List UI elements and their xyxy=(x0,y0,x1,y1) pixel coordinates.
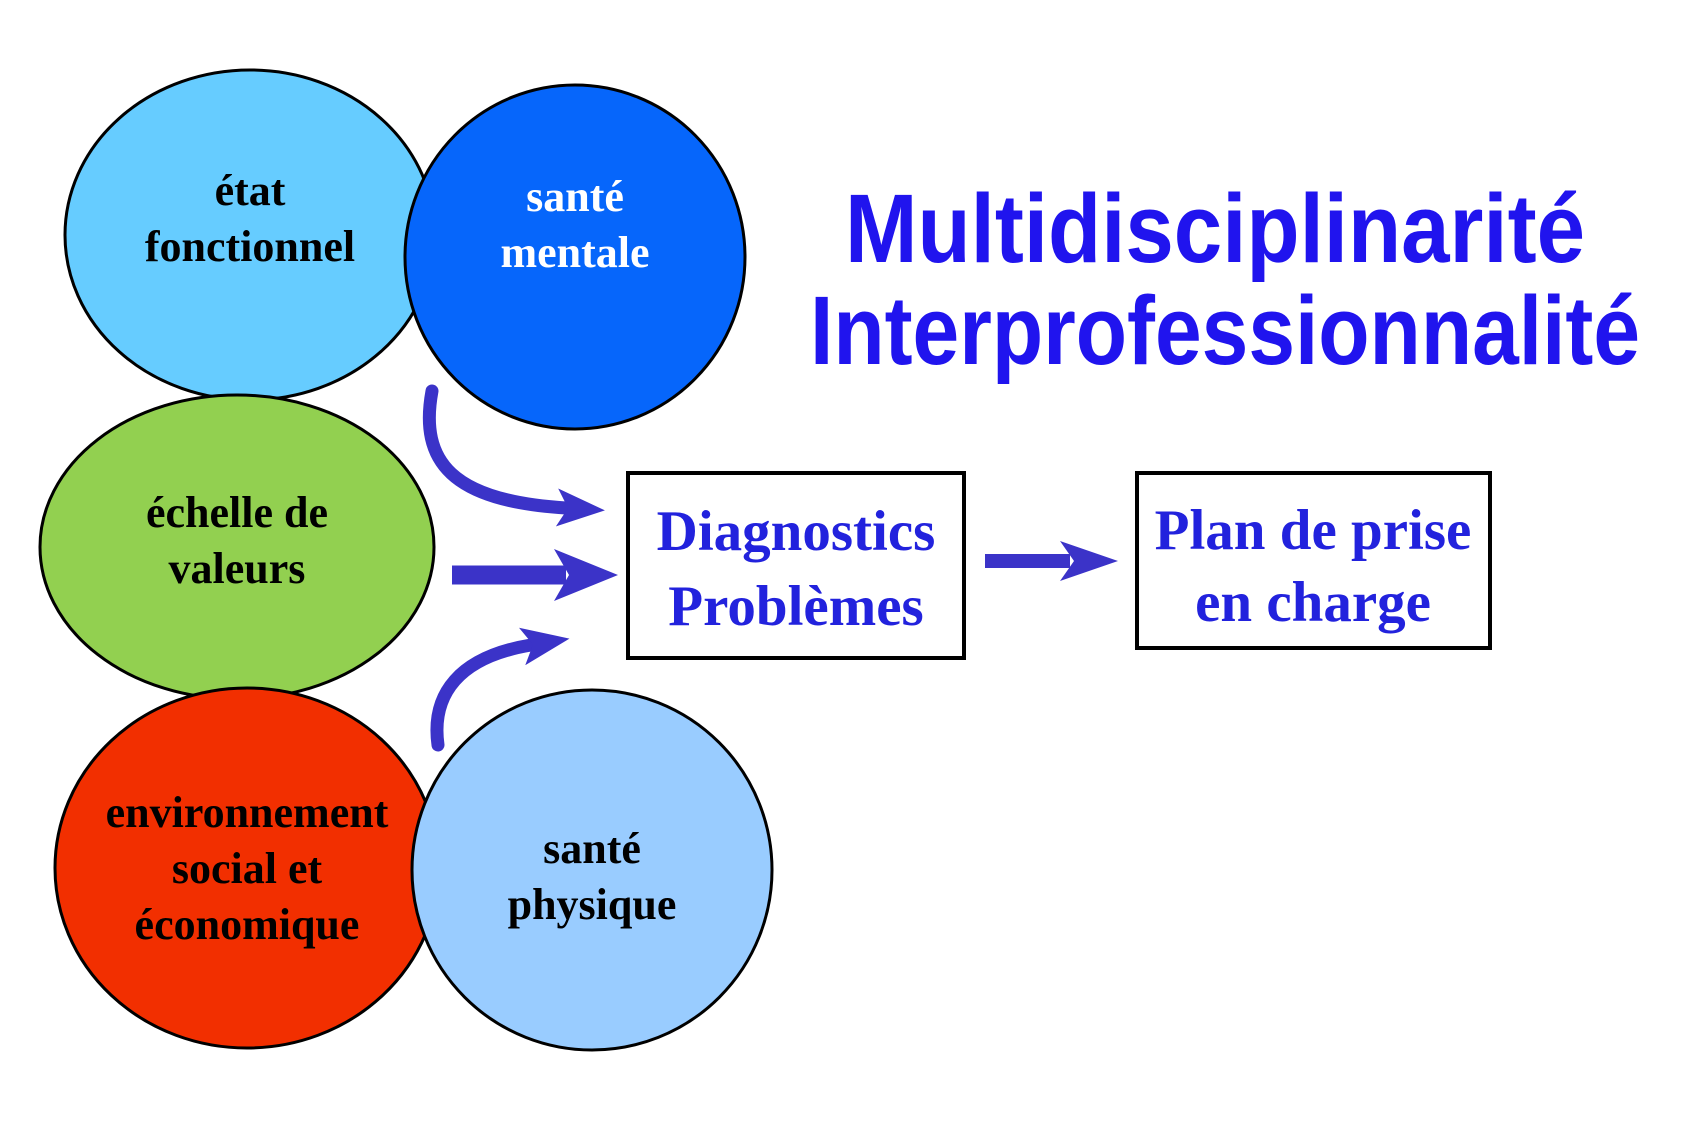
sante-mentale-label-line1: santé xyxy=(526,172,624,221)
box-plan-de-prise-en-charge: Plan de prise en charge xyxy=(1135,471,1492,650)
etat-fonctionnel-label-line1: état xyxy=(215,166,286,215)
box-diagnostics-problemes: Diagnostics Problèmes xyxy=(626,471,966,660)
echelle-de-valeurs-label-line2: valeurs xyxy=(169,544,306,593)
circle-sante-mentale: santé mentale xyxy=(403,83,747,431)
arrow-sante-mentale-to-diagnostics xyxy=(422,384,605,527)
circle-environnement-social-economique: environnement social et économique xyxy=(53,686,441,1050)
environnement-label-line1: environnement xyxy=(106,788,389,837)
environnement-label-line3: économique xyxy=(135,900,360,949)
arrow-sante-physique-to-diagnostics xyxy=(430,627,570,752)
plan-label-line1: Plan de prise xyxy=(1155,499,1472,562)
sante-mentale-label-line2: mentale xyxy=(500,228,649,277)
echelle-de-valeurs-labels: échelle de valeurs xyxy=(146,488,328,593)
sante-physique-ellipse xyxy=(410,688,774,1052)
sante-physique-label-line2: physique xyxy=(508,880,677,929)
circle-etat-fonctionnel: état fonctionnel xyxy=(63,68,437,402)
diagnostics-box-rect xyxy=(626,471,966,660)
etat-fonctionnel-label-line2: fonctionnel xyxy=(145,222,355,271)
sante-mentale-ellipse xyxy=(403,83,747,431)
echelle-de-valeurs-label-line1: échelle de xyxy=(146,488,328,537)
circle-sante-physique: santé physique xyxy=(410,688,774,1052)
plan-box-rect xyxy=(1135,471,1492,650)
diagnostics-label-line1: Diagnostics xyxy=(657,500,936,563)
diagnostics-label-line2: Problèmes xyxy=(668,575,923,638)
sante-physique-label-line1: santé xyxy=(543,824,641,873)
title-line2: Interprofessionnalité xyxy=(810,276,1640,385)
plan-label-line2: en charge xyxy=(1195,571,1431,634)
page-title: Multidisciplinarité Interprofessionnalit… xyxy=(810,174,1640,385)
title-line1: Multidisciplinarité xyxy=(845,174,1585,283)
environnement-label-line2: social et xyxy=(172,844,323,893)
